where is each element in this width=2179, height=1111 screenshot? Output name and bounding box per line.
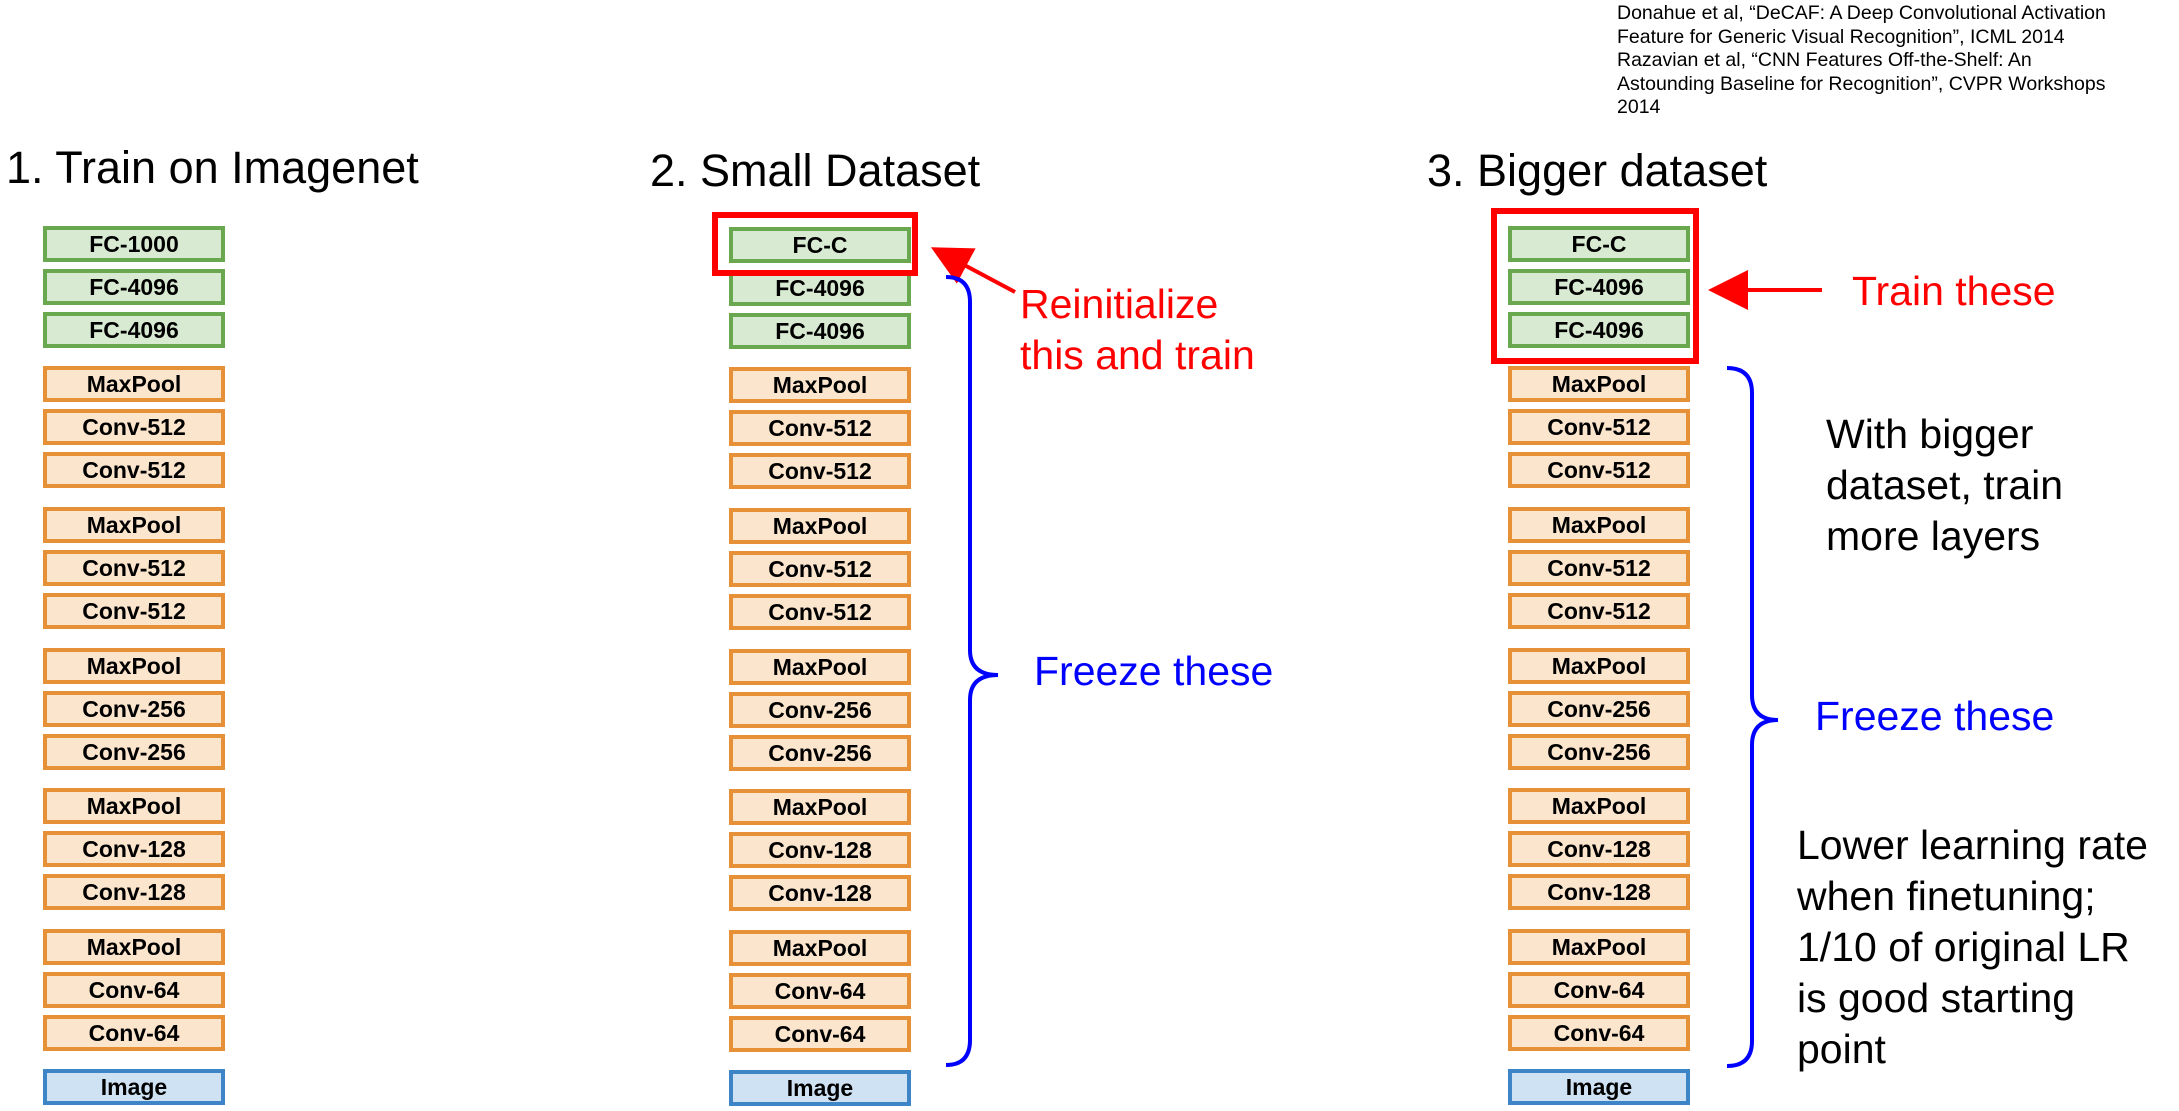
layer-fc-4096: FC-4096 bbox=[43, 312, 225, 348]
layer-conv-512: Conv-512 bbox=[1508, 409, 1690, 445]
freeze-label-small: Freeze these bbox=[1034, 648, 1274, 694]
column-title-small-dataset: 2. Small Dataset bbox=[650, 145, 981, 196]
layer-maxpool: MaxPool bbox=[729, 649, 911, 685]
layer-conv-512: Conv-512 bbox=[729, 453, 911, 489]
layer-conv-256: Conv-256 bbox=[1508, 691, 1690, 727]
layer-fc-c: FC-C bbox=[1508, 226, 1690, 262]
layer-conv-512: Conv-512 bbox=[1508, 593, 1690, 629]
layer-conv-512: Conv-512 bbox=[43, 593, 225, 629]
layer-conv-64: Conv-64 bbox=[1508, 972, 1690, 1008]
freeze-brace-bigger bbox=[1726, 366, 1779, 1068]
reinit-label-line: this and train bbox=[1020, 332, 1255, 378]
layer-conv-512: Conv-512 bbox=[1508, 550, 1690, 586]
reinit-highlight-box bbox=[712, 212, 918, 276]
layer-conv-256: Conv-256 bbox=[729, 735, 911, 771]
lr-note-line: point bbox=[1797, 1026, 1886, 1072]
layer-conv-64: Conv-64 bbox=[729, 1016, 911, 1052]
layer-maxpool: MaxPool bbox=[1508, 648, 1690, 684]
layer-fc-4096: FC-4096 bbox=[43, 269, 225, 305]
bigger-dataset-note: With bigger dataset, train more layers bbox=[1826, 409, 2063, 562]
layer-conv-512: Conv-512 bbox=[43, 452, 225, 488]
layer-maxpool: MaxPool bbox=[1508, 507, 1690, 543]
layer-fc-4096: FC-4096 bbox=[1508, 269, 1690, 305]
freeze-brace-small bbox=[945, 275, 999, 1067]
lr-note-line: is good starting bbox=[1797, 975, 2076, 1021]
lr-note-line: 1/10 of original LR bbox=[1797, 924, 2130, 970]
reinit-label: Reinitialize this and train bbox=[1020, 279, 1255, 381]
citation-line: Razavian et al, “CNN Features Off-the-Sh… bbox=[1617, 49, 2032, 71]
citation-line: Astounding Baseline for Recognition”, CV… bbox=[1617, 72, 2106, 95]
layer-fc-c: FC-C bbox=[729, 227, 911, 263]
column-title-bigger-dataset: 3. Bigger dataset bbox=[1427, 145, 1768, 196]
layer-fc-4096: FC-4096 bbox=[1508, 312, 1690, 348]
layer-conv-64: Conv-64 bbox=[43, 972, 225, 1008]
citation-line: 2014 bbox=[1617, 96, 1661, 118]
layer-conv-128: Conv-128 bbox=[729, 875, 911, 911]
bigger-note-line: more layers bbox=[1826, 513, 2041, 559]
lr-note-line: when finetuning; bbox=[1797, 873, 2096, 919]
layer-conv-512: Conv-512 bbox=[729, 594, 911, 630]
learning-rate-note: Lower learning rate when finetuning; 1/1… bbox=[1797, 820, 2148, 1075]
train-label: Train these bbox=[1852, 268, 2056, 314]
layer-conv-512: Conv-512 bbox=[1508, 452, 1690, 488]
layer-conv-512: Conv-512 bbox=[729, 410, 911, 446]
reinit-label-line: Reinitialize bbox=[1020, 281, 1219, 327]
layer-conv-128: Conv-128 bbox=[43, 831, 225, 867]
layer-conv-512: Conv-512 bbox=[43, 409, 225, 445]
layer-fc-4096: FC-4096 bbox=[729, 313, 911, 349]
layer-conv-256: Conv-256 bbox=[43, 734, 225, 770]
layer-maxpool: MaxPool bbox=[729, 508, 911, 544]
layer-fc-4096: FC-4096 bbox=[729, 270, 911, 306]
freeze-label-bigger: Freeze these bbox=[1815, 693, 2055, 739]
citation-line: Feature for Generic Visual Recognition”,… bbox=[1617, 25, 2065, 48]
layer-conv-64: Conv-64 bbox=[43, 1015, 225, 1051]
layer-maxpool: MaxPool bbox=[729, 367, 911, 403]
layer-maxpool: MaxPool bbox=[1508, 788, 1690, 824]
layer-maxpool: MaxPool bbox=[43, 507, 225, 543]
layer-conv-128: Conv-128 bbox=[1508, 831, 1690, 867]
layer-conv-64: Conv-64 bbox=[1508, 1015, 1690, 1051]
bigger-note-line: With bigger bbox=[1826, 411, 2034, 457]
column-title-imagenet: 1. Train on Imagenet bbox=[6, 142, 419, 193]
layer-conv-256: Conv-256 bbox=[43, 691, 225, 727]
layer-maxpool: MaxPool bbox=[43, 788, 225, 824]
lr-note-line: Lower learning rate bbox=[1797, 822, 2148, 868]
layer-maxpool: MaxPool bbox=[1508, 366, 1690, 402]
reinit-arrow bbox=[930, 247, 1016, 294]
layer-conv-128: Conv-128 bbox=[729, 832, 911, 868]
layer-conv-64: Conv-64 bbox=[729, 973, 911, 1009]
layer-conv-128: Conv-128 bbox=[1508, 874, 1690, 910]
layer-maxpool: MaxPool bbox=[729, 930, 911, 966]
layer-maxpool: MaxPool bbox=[1508, 929, 1690, 965]
citation-line: Donahue et al, “DeCAF: A Deep Convolutio… bbox=[1617, 2, 2106, 24]
layer-conv-256: Conv-256 bbox=[1508, 734, 1690, 770]
layer-maxpool: MaxPool bbox=[43, 929, 225, 965]
layer-maxpool: MaxPool bbox=[43, 648, 225, 684]
layer-conv-512: Conv-512 bbox=[729, 551, 911, 587]
layer-maxpool: MaxPool bbox=[729, 789, 911, 825]
layer-conv-256: Conv-256 bbox=[729, 692, 911, 728]
layer-maxpool: MaxPool bbox=[43, 366, 225, 402]
layer-fc-1000: FC-1000 bbox=[43, 226, 225, 262]
layer-conv-512: Conv-512 bbox=[43, 550, 225, 586]
layer-image: Image bbox=[43, 1069, 225, 1105]
layer-image: Image bbox=[729, 1070, 911, 1106]
train-highlight-box bbox=[1491, 208, 1699, 364]
citation: Donahue et al, “DeCAF: A Deep Convolutio… bbox=[1617, 2, 2177, 120]
layer-conv-128: Conv-128 bbox=[43, 874, 225, 910]
bigger-note-line: dataset, train bbox=[1826, 462, 2064, 508]
layer-image: Image bbox=[1508, 1069, 1690, 1105]
